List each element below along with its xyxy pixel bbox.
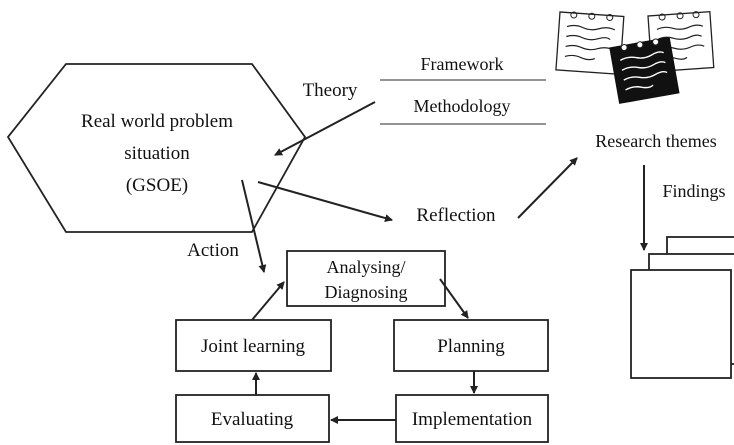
planning-box [393,319,549,372]
arrow-joint-learning-to-analysing [251,281,285,321]
problem-line-2: situation [124,143,190,164]
evaluating-label: Evaluating [211,409,294,430]
theory-label: Theory [303,80,358,101]
notepad-icon [555,10,715,104]
research-themes-label: Research themes [595,131,716,151]
methodology-label: Methodology [414,96,511,116]
problem-line-1: Real world problem [81,111,233,132]
findings-documents [630,236,734,379]
reflection-label: Reflection [416,205,496,226]
analysing-diagnosing-box [286,250,446,307]
action-arrow [241,179,267,273]
reflection-arrow-in [257,181,393,222]
action-label: Action [187,240,239,261]
problem-line-3: (GSOE) [126,175,188,196]
reflection-arrow-out [517,157,578,219]
findings-label: Findings [662,181,725,201]
diagnosing-label: Diagnosing [325,282,408,302]
joint-learning-box [175,319,332,372]
evaluating-box [175,394,330,443]
joint-learning-label: Joint learning [201,336,305,357]
planning-label: Planning [437,336,505,357]
framework-label: Framework [421,54,504,74]
theory-arrow [274,101,376,156]
analysing-label: Analysing/ [327,257,406,277]
implementation-box [395,394,549,443]
implementation-label: Implementation [412,409,533,430]
arrow-analysing-to-planning [439,278,469,319]
problem-situation-hexagon [6,63,307,233]
